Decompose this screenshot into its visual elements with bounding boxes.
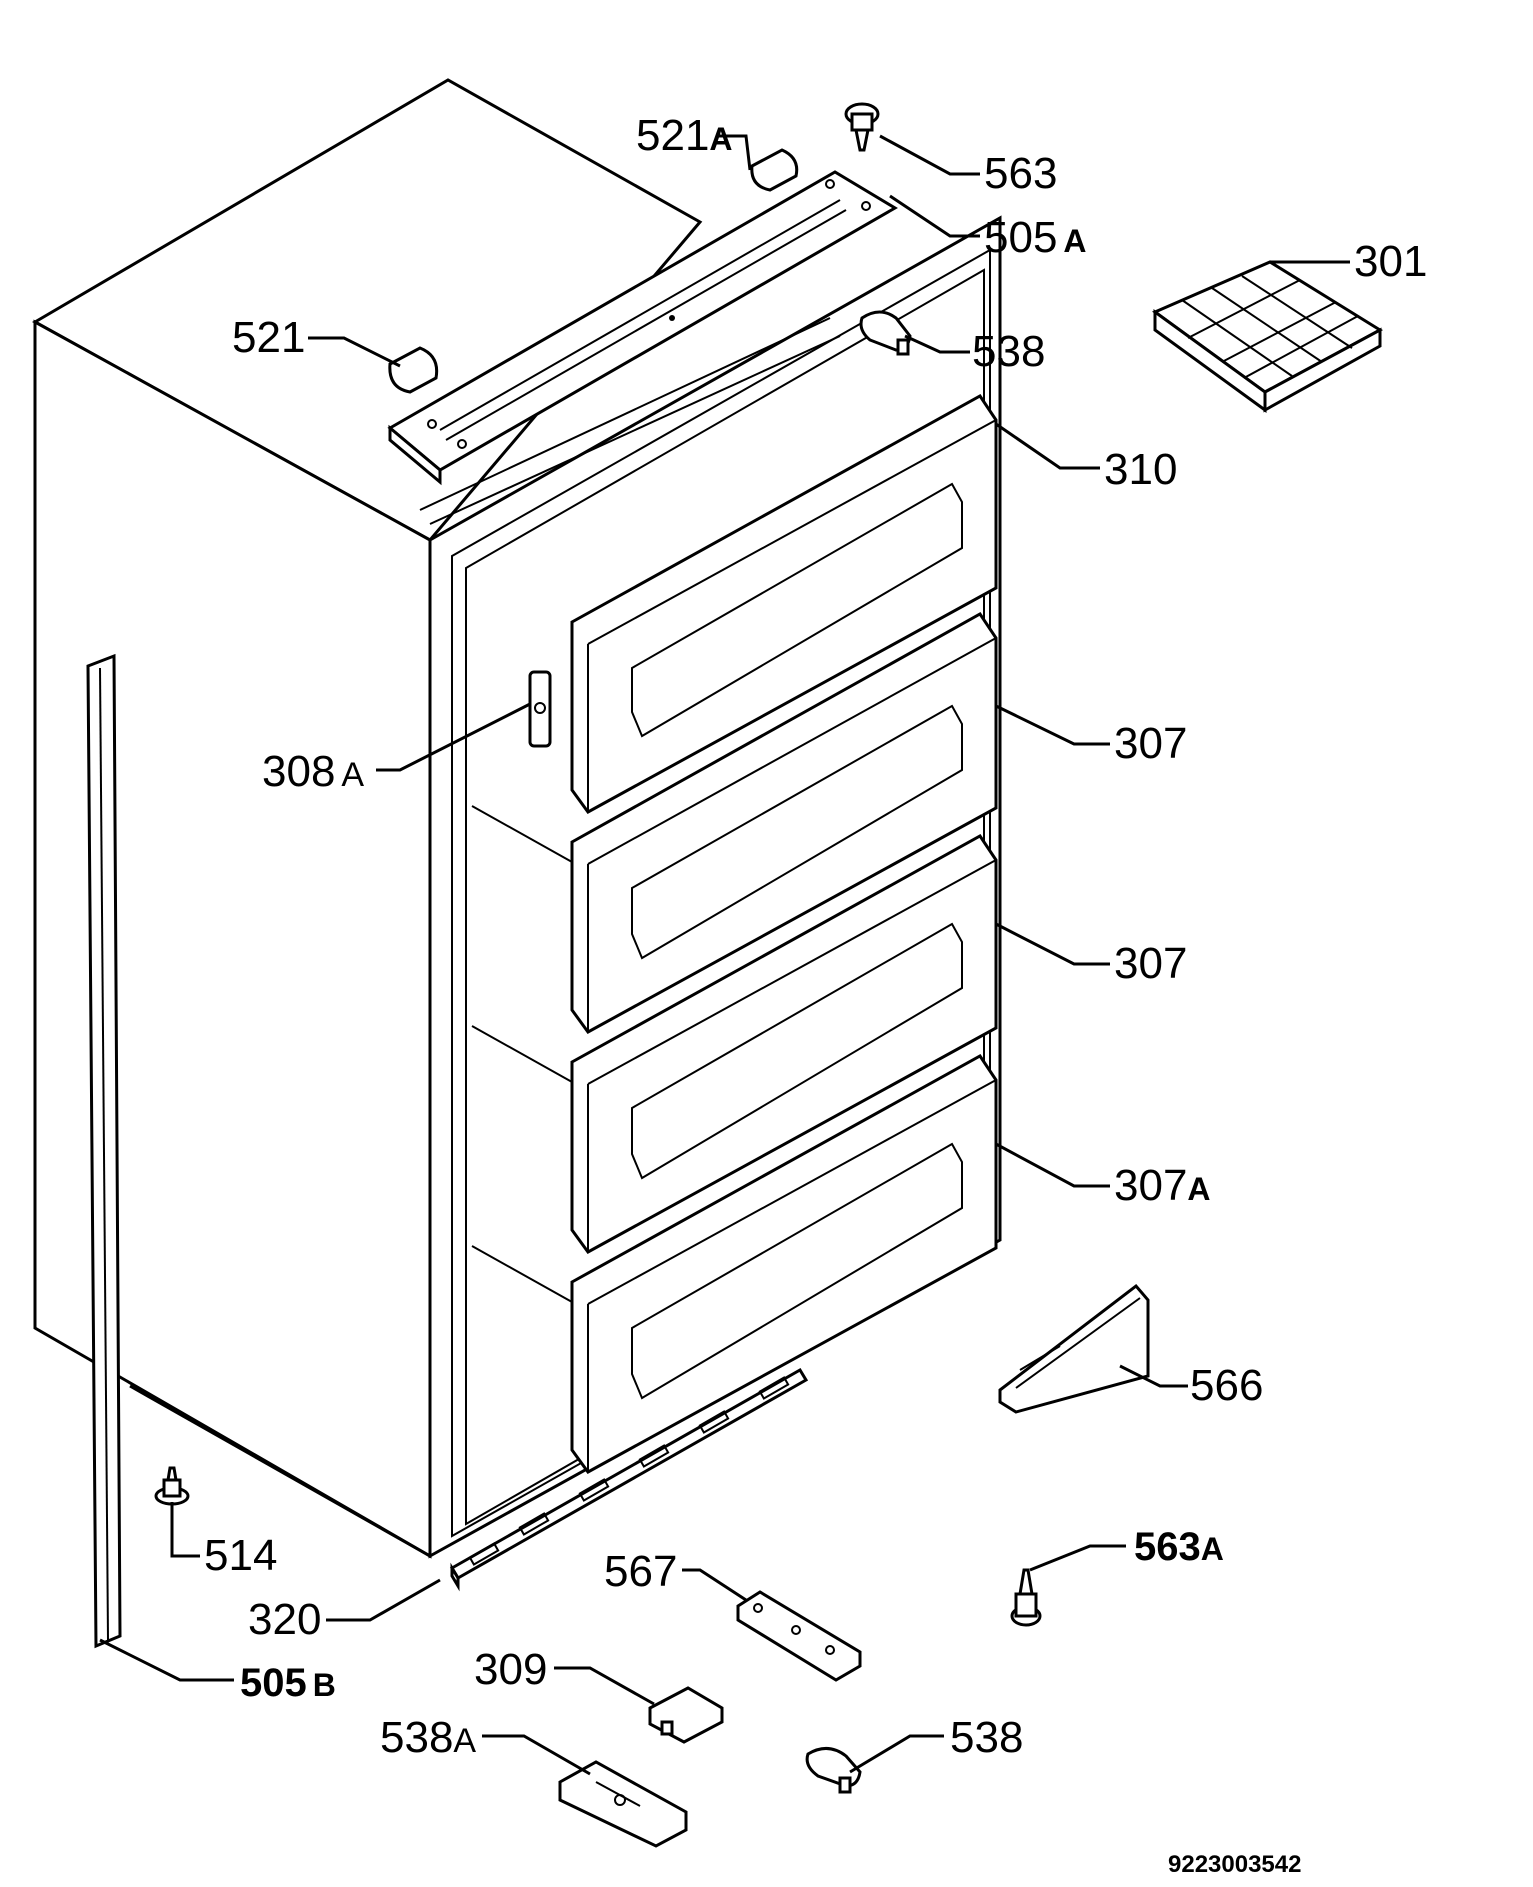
- label-566: 566: [1190, 1361, 1263, 1410]
- hinge-plate-567: [736, 1590, 862, 1682]
- label-301: 301: [1354, 237, 1427, 286]
- label-538-bottom: 538: [950, 1713, 1023, 1762]
- screw-563a: [1010, 1568, 1042, 1627]
- hinge-pin-538-top: [859, 310, 912, 356]
- top-hinge-plate: [387, 170, 898, 486]
- freezer-drawer-310: [570, 394, 998, 814]
- label-563: 563: [984, 149, 1057, 198]
- label-307-1: 307: [1114, 719, 1187, 768]
- bottom-hinge-rail: [449, 1367, 809, 1592]
- label-563a: 563A: [1134, 1525, 1224, 1569]
- screw-563: [844, 102, 880, 152]
- label-521a: 521A: [636, 111, 733, 160]
- leader-lines: [99, 134, 1350, 1776]
- spacer-566: [998, 1283, 1150, 1414]
- freezer-drawer-307-2: [471, 834, 998, 1254]
- label-310: 310: [1104, 445, 1177, 494]
- ice-cube-tray: [1151, 260, 1383, 413]
- document-number: 9223003542: [1168, 1851, 1301, 1878]
- door-catch-308a: [528, 670, 552, 748]
- label-538-top: 538: [972, 327, 1045, 376]
- hinge-pin-538-bottom: [805, 1747, 862, 1794]
- hinge-cover-521a: [750, 148, 799, 192]
- freezer-drawer-307a: [471, 1054, 998, 1474]
- label-538a: 538A: [380, 1713, 476, 1762]
- label-521: 521: [232, 313, 305, 362]
- label-320: 320: [248, 1595, 321, 1644]
- clip-309: [648, 1686, 724, 1744]
- label-307-2: 307: [1114, 939, 1187, 988]
- door-gasket-strip: [86, 653, 122, 1649]
- label-309: 309: [474, 1645, 547, 1694]
- bottom-hinge-538a: [558, 1760, 688, 1848]
- label-307a: 307A: [1114, 1161, 1211, 1210]
- freezer-drawer-307-1: [471, 612, 998, 1034]
- label-514: 514: [204, 1531, 277, 1580]
- hinge-cover-521: [388, 346, 439, 394]
- adjustable-foot-514: [154, 1466, 190, 1506]
- label-567: 567: [604, 1547, 677, 1596]
